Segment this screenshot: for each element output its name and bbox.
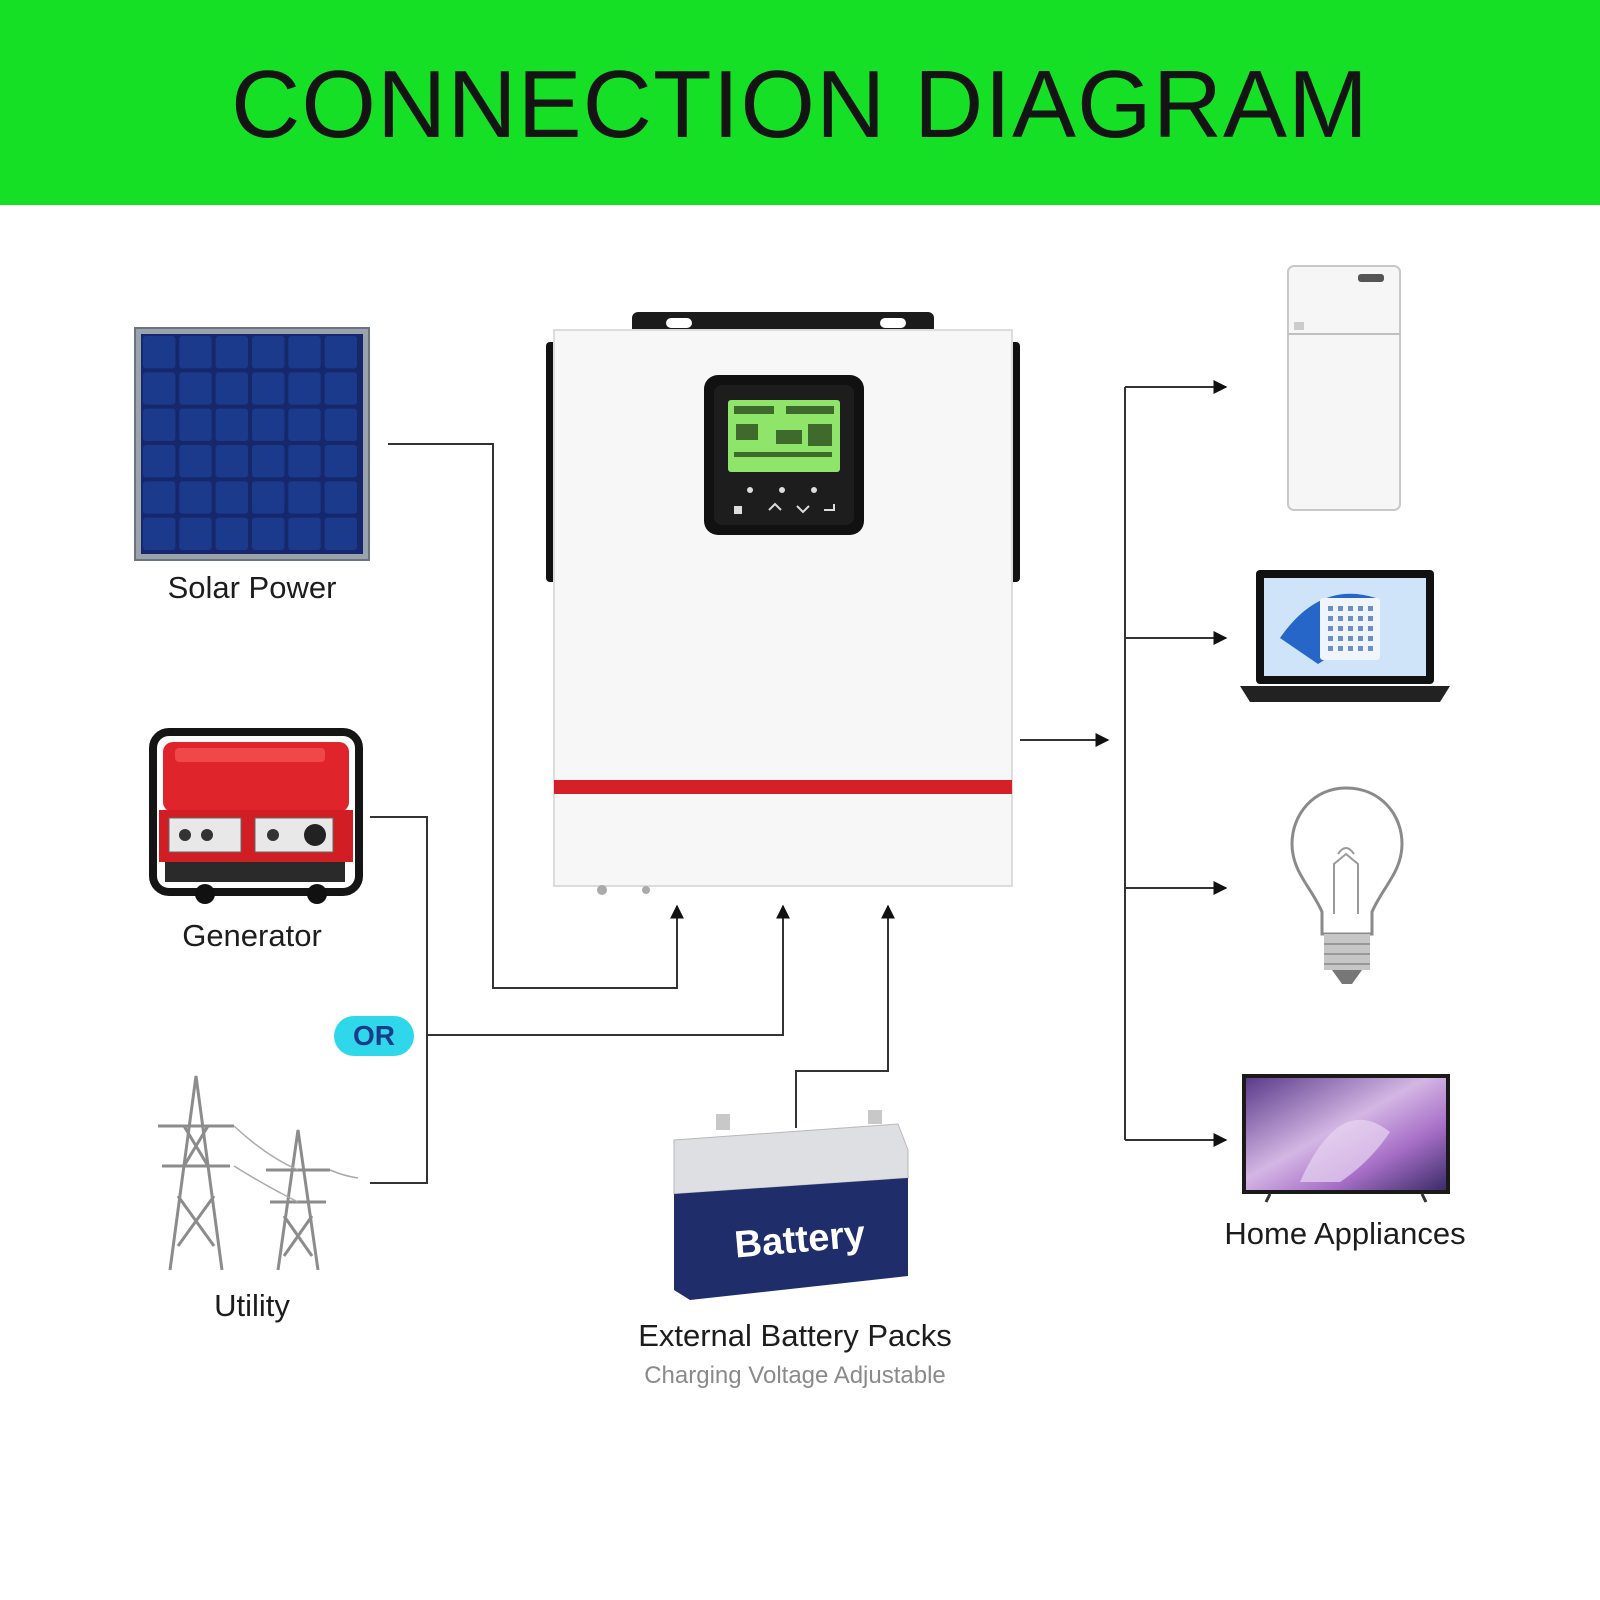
laptop-app-icon	[1348, 616, 1353, 621]
solar-cell	[324, 408, 357, 441]
solar-cell	[179, 408, 212, 441]
solar-cell	[252, 517, 285, 550]
solar-panel-icon	[134, 327, 370, 561]
solar-line	[388, 443, 684, 989]
laptop-app-icon	[1368, 636, 1373, 641]
solar-cell	[215, 481, 248, 514]
title-banner: CONNECTION DIAGRAM	[0, 0, 1600, 205]
laptop-app-icon	[1368, 626, 1373, 631]
or-badge: OR	[334, 1016, 414, 1056]
solar-cell	[179, 517, 212, 550]
laptop-app-icon	[1358, 616, 1363, 621]
solar-cell	[215, 517, 248, 550]
solar-cell	[288, 517, 321, 550]
solar-cell	[252, 408, 285, 441]
laptop-app-icon	[1348, 636, 1353, 641]
laptop-app-icon	[1328, 606, 1333, 611]
solar-cell	[143, 481, 176, 514]
laptop-app-icon	[1338, 646, 1343, 651]
solar-cell	[324, 336, 357, 369]
grid-line	[427, 904, 790, 1036]
solar-cell	[288, 336, 321, 369]
solar-cells	[143, 336, 357, 550]
solar-cell	[143, 517, 176, 550]
laptop-app-icon	[1328, 646, 1333, 651]
page-title: CONNECTION DIAGRAM	[230, 51, 1370, 158]
solar-cell	[215, 336, 248, 369]
laptop-app-icon	[1358, 626, 1363, 631]
light-bulb-icon	[1290, 786, 1404, 984]
solar-cell	[143, 445, 176, 478]
laptop-app-icon	[1328, 626, 1333, 631]
tv-icon	[1242, 1074, 1450, 1203]
laptop-app-icon	[1338, 626, 1343, 631]
laptop-app-icon	[1368, 606, 1373, 611]
solar-cell	[324, 372, 357, 405]
laptop-app-icon	[1348, 606, 1353, 611]
laptop-app-icon	[1328, 616, 1333, 621]
battery-line	[795, 904, 895, 1128]
appliances-label: Home Appliances	[1224, 1216, 1466, 1251]
solar-cell	[143, 372, 176, 405]
generator-label: Generator	[182, 918, 322, 953]
battery-icon: Battery	[673, 1110, 909, 1300]
solar-cell	[143, 336, 176, 369]
solar-cell	[179, 372, 212, 405]
battery-sublabel: Charging Voltage Adjustable	[644, 1362, 946, 1389]
laptop-icon	[1240, 570, 1450, 702]
laptop-app-icon	[1358, 636, 1363, 641]
solar-cell	[215, 372, 248, 405]
solar-cell	[324, 445, 357, 478]
laptop-app-icon	[1338, 606, 1343, 611]
solar-cell	[143, 408, 176, 441]
solar-cell	[288, 408, 321, 441]
solar-cell	[252, 336, 285, 369]
solar-cell	[179, 336, 212, 369]
laptop-app-icon	[1368, 616, 1373, 621]
solar-cell	[252, 481, 285, 514]
laptop-app-icon	[1358, 606, 1363, 611]
laptop-app-icon	[1358, 646, 1363, 651]
solar-cell	[288, 372, 321, 405]
solar-cell	[324, 517, 357, 550]
solar-cell	[179, 445, 212, 478]
solar-cell	[288, 481, 321, 514]
solar-cell	[179, 481, 212, 514]
utility-tower-icon	[158, 1075, 359, 1271]
solar-cell	[324, 481, 357, 514]
battery-label: External Battery Packs	[638, 1318, 952, 1353]
solar-cell	[215, 408, 248, 441]
laptop-app-icon	[1368, 646, 1373, 651]
utility-label: Utility	[214, 1288, 290, 1323]
laptop-app-icon	[1328, 636, 1333, 641]
solar-cell	[215, 445, 248, 478]
generator-line	[370, 816, 428, 1184]
laptop-app-icon	[1348, 646, 1353, 651]
generator-icon	[149, 728, 363, 904]
laptop-app-icon	[1338, 616, 1343, 621]
laptop-app-icon	[1348, 626, 1353, 631]
inverter-icon	[546, 312, 1020, 895]
solar-cell	[252, 372, 285, 405]
solar-cell	[288, 445, 321, 478]
refrigerator-icon	[1287, 265, 1401, 511]
laptop-app-icon	[1338, 636, 1343, 641]
solar-label: Solar Power	[167, 570, 337, 605]
solar-cell	[252, 445, 285, 478]
